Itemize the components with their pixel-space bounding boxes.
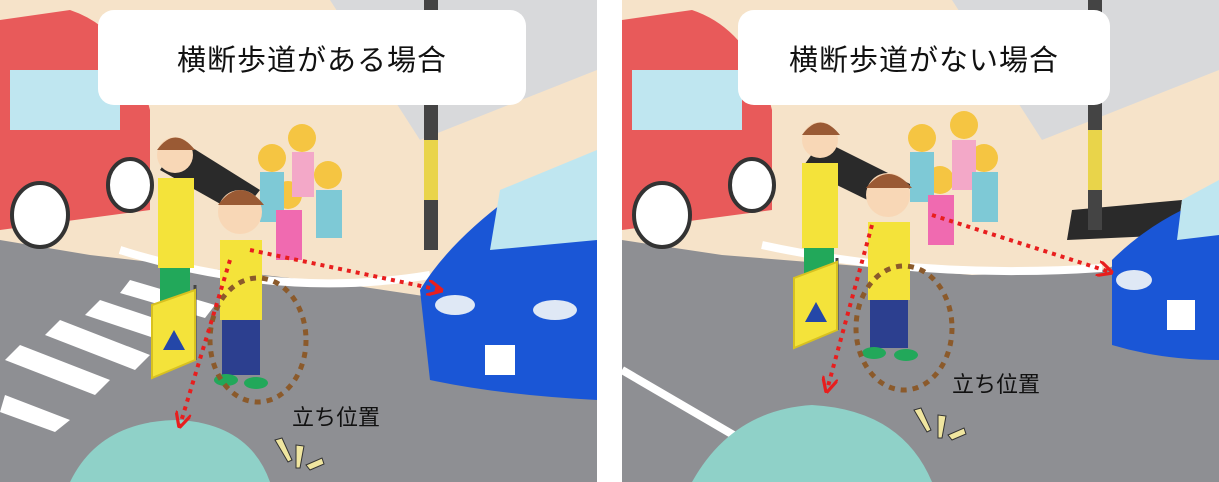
standing-position-circle [207, 275, 309, 405]
guard-back [157, 137, 195, 308]
standing-position-label: 立ち位置 [292, 406, 381, 431]
teal-car [70, 420, 270, 482]
alert-marks [913, 407, 967, 441]
arrow-to-blue-car [931, 213, 1110, 272]
panel-with-crosswalk: 横断歩道がある場合 立ち位置 [0, 0, 597, 482]
safety-flag [151, 285, 197, 380]
side-line [622, 366, 745, 444]
blue-car [1112, 180, 1219, 360]
arrow-to-teal-car [180, 259, 232, 425]
guard-front [862, 173, 918, 361]
standing-position-label: 立ち位置 [952, 373, 1041, 398]
children-group [908, 111, 998, 245]
panel-title: 横断歩道がない場合 [738, 10, 1110, 105]
safety-flag [793, 258, 839, 350]
children-group [258, 124, 342, 260]
standing-position-circle [853, 263, 955, 393]
panel-without-crosswalk: 横断歩道がない場合 立ち位置 [622, 0, 1219, 482]
blue-car [420, 150, 597, 400]
arrow-to-teal-car [827, 224, 874, 390]
teal-car [692, 405, 932, 482]
alert-marks [274, 437, 325, 471]
red-car [622, 10, 776, 249]
panel-title: 横断歩道がある場合 [98, 10, 526, 105]
